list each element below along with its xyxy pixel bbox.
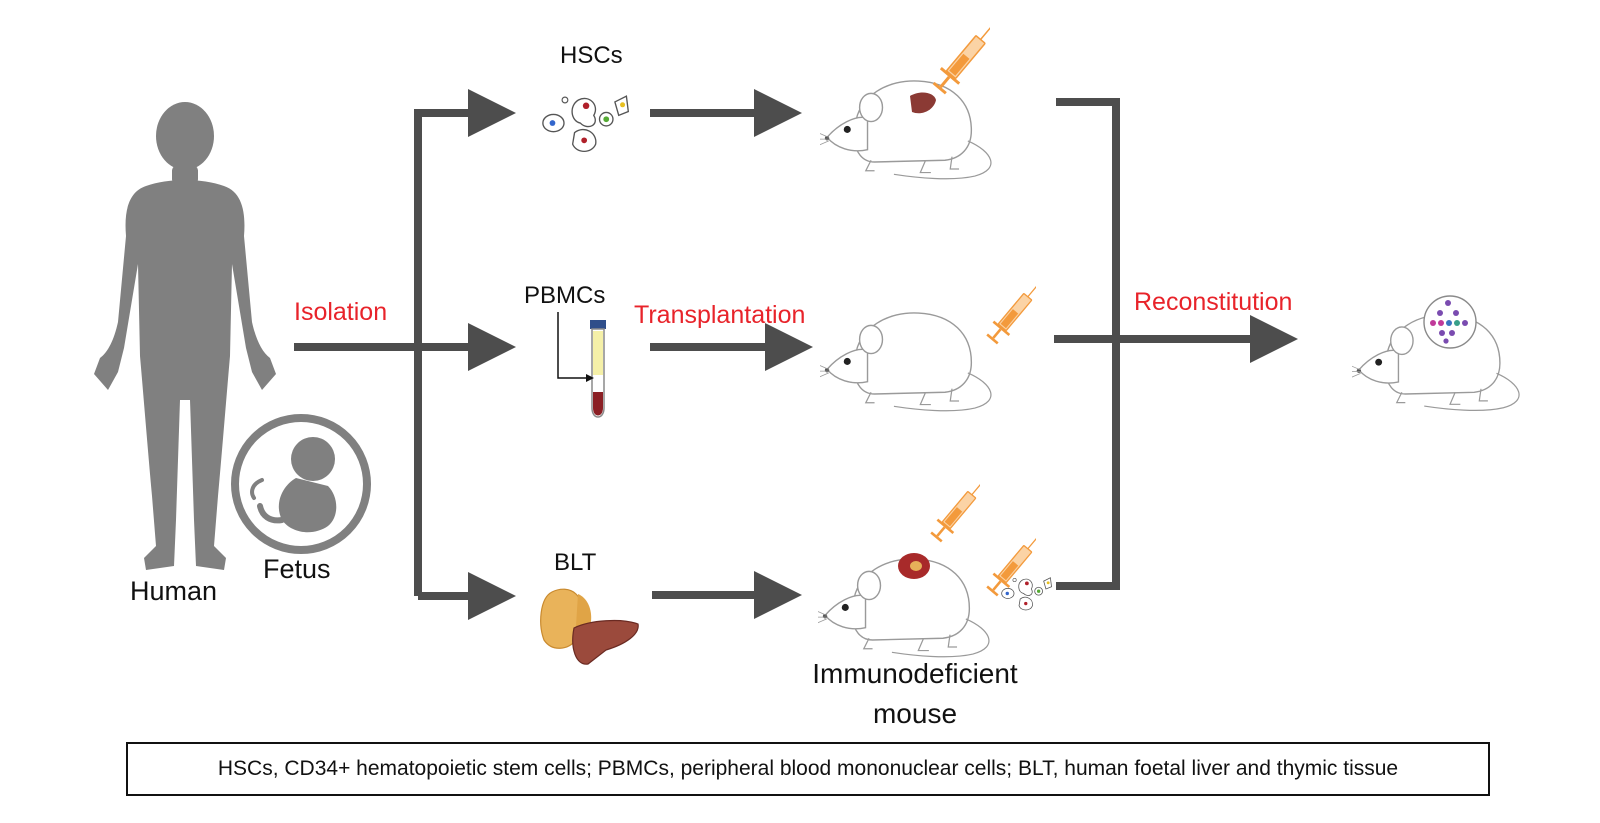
blt-label: BLT: [554, 549, 597, 576]
human-silhouette: [94, 102, 276, 570]
injected-cells-icon: [1001, 577, 1052, 611]
fetus-icon: [231, 414, 371, 554]
blt-tissue-icon: [540, 588, 639, 665]
transplantation-label: Transplantation: [634, 301, 806, 329]
hscs-cells-icon: [542, 95, 630, 153]
blt-implant-thymus-icon: [910, 561, 922, 571]
human-immune-cells-icon: [1423, 295, 1477, 349]
mouse-hscs-icon: [820, 80, 992, 180]
pbmcs-label: PBMCs: [524, 282, 606, 309]
liver-injection-site-icon: [910, 92, 936, 114]
syringe-icon: [928, 480, 980, 546]
flow-arrows: [294, 89, 1298, 620]
hscs-label: HSCs: [560, 42, 623, 69]
mouse-label: mouse: [872, 698, 958, 729]
isolation-label: Isolation: [294, 298, 388, 326]
human-label: Human: [130, 576, 218, 606]
syringe-icon: [930, 24, 990, 99]
fetus-label: Fetus: [263, 554, 331, 584]
pbmcs-tube-icon: [557, 312, 606, 418]
mouse-blt-icon: [818, 558, 990, 658]
reconstitution-label: Reconstitution: [1134, 288, 1293, 316]
immunodeficient-label: Immunodeficient: [812, 658, 1018, 689]
abbreviation-caption: HSCs, CD34+ hematopoietic stem cells; PB…: [126, 742, 1490, 796]
mouse-pbmcs-icon: [820, 312, 992, 412]
syringe-icon: [984, 282, 1036, 348]
